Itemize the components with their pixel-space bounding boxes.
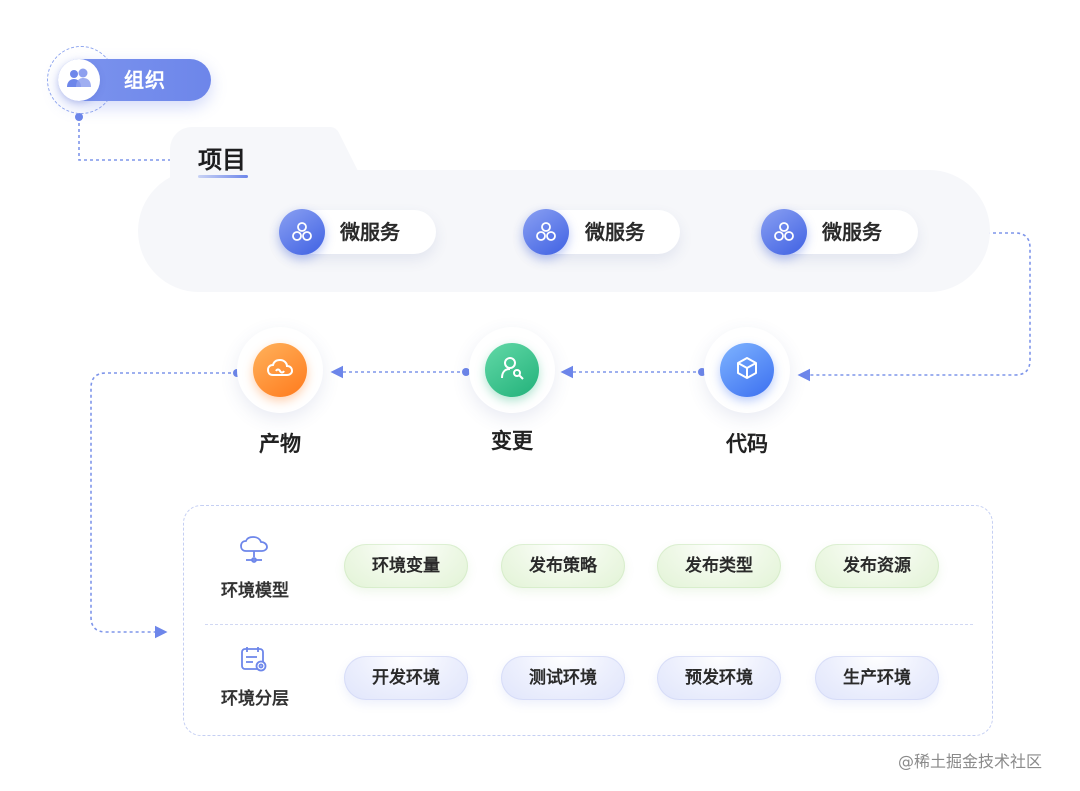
chip-release-strategy[interactable]: 发布策略: [501, 544, 625, 588]
project-label: 项目: [198, 146, 246, 174]
microservice-label: 微服务: [585, 220, 645, 244]
environment-model-label: 环境模型: [221, 581, 289, 601]
chip-env-variables[interactable]: 环境变量: [344, 544, 468, 588]
code-label: 代码: [726, 432, 768, 456]
chip-staging-env[interactable]: 预发环境: [657, 656, 781, 700]
cloud-icon: [266, 357, 294, 383]
cloud-network-icon: [238, 534, 270, 566]
microservice-icon: [279, 209, 325, 255]
chip-prod-env[interactable]: 生产环境: [815, 656, 939, 700]
microservice-label: 微服务: [340, 220, 400, 244]
microservice-label: 微服务: [822, 220, 882, 244]
environment-layers-label: 环境分层: [221, 689, 289, 709]
code-node[interactable]: [720, 343, 774, 397]
change-label: 变更: [491, 429, 533, 453]
microservice-icon: [761, 209, 807, 255]
organization-label: 组织: [124, 68, 166, 92]
artifact-label: 产物: [259, 432, 301, 456]
watermark: @稀土掘金技术社区: [898, 752, 1043, 771]
organization-icon-wrap: [58, 59, 100, 101]
team-icon: [66, 67, 92, 93]
connector-dot: [75, 113, 83, 121]
cube-icon: [734, 355, 760, 385]
chip-dev-env[interactable]: 开发环境: [344, 656, 468, 700]
artifact-node[interactable]: [253, 343, 307, 397]
project-underline: [198, 175, 248, 178]
chip-release-resource[interactable]: 发布资源: [815, 544, 939, 588]
calendar-settings-icon: [238, 643, 270, 675]
connector-org-project: [78, 117, 186, 167]
chip-test-env[interactable]: 测试环境: [501, 656, 625, 700]
microservice-icon: [523, 209, 569, 255]
person-key-icon: [499, 355, 525, 385]
change-node[interactable]: [485, 343, 539, 397]
environment-divider: [205, 624, 973, 625]
chip-release-type[interactable]: 发布类型: [657, 544, 781, 588]
project-tab-curve: [318, 127, 358, 171]
